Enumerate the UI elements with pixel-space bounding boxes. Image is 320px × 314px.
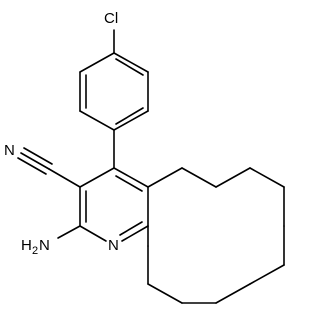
nitrile-nitrogen-label: N (4, 142, 15, 159)
bond-c2-nh2 (57, 225, 81, 239)
bond-pyr-c12a-n (121, 225, 149, 242)
pyridine-ring (79, 129, 149, 242)
bond-triple-3 (17, 157, 47, 175)
amino-group-label: H 2 N (21, 237, 50, 257)
amino-n-label: N (39, 237, 50, 254)
bond-pyr-n-c2 (79, 225, 107, 242)
bond-triple-2 (23, 147, 53, 165)
bond-macro-4 (249, 167, 285, 188)
chemical-structure-diagram: Cl N N H 2 N (4, 10, 285, 304)
bond-pyr-c4-c4a (113, 167, 149, 188)
bond-macro-8 (215, 283, 251, 304)
bond-pyr-c3-c4 (79, 167, 115, 188)
cyclododecane-ring (147, 167, 285, 304)
bond-phenyl-6 (79, 52, 115, 73)
bond-macro-3 (215, 167, 251, 188)
bond-phenyl-double-1 (115, 58, 144, 76)
bond-phenyl-1 (113, 52, 149, 73)
bond-triple-1 (20, 152, 50, 170)
bond-phenyl-double-2 (115, 107, 144, 125)
amino-h-label: H (21, 237, 32, 254)
bond-macro-2 (181, 167, 217, 188)
bond-pyr-c4-c4a-double (115, 175, 143, 192)
bond-c3-cn (48, 168, 81, 188)
ring-nitrogen-label: N (108, 237, 119, 254)
bond-macro-10 (147, 283, 183, 304)
nitrile-group (17, 147, 81, 188)
bond-macro-7 (249, 264, 285, 285)
bond-pyr-c12a-n-double (119, 221, 143, 236)
bond-phenyl-3 (113, 110, 149, 131)
amino-subscript-label: 2 (32, 245, 38, 257)
bond-phenyl-4 (79, 110, 115, 131)
chlorine-label: Cl (104, 10, 118, 27)
bond-macro-1 (147, 167, 183, 188)
chlorophenyl-group (79, 29, 149, 131)
